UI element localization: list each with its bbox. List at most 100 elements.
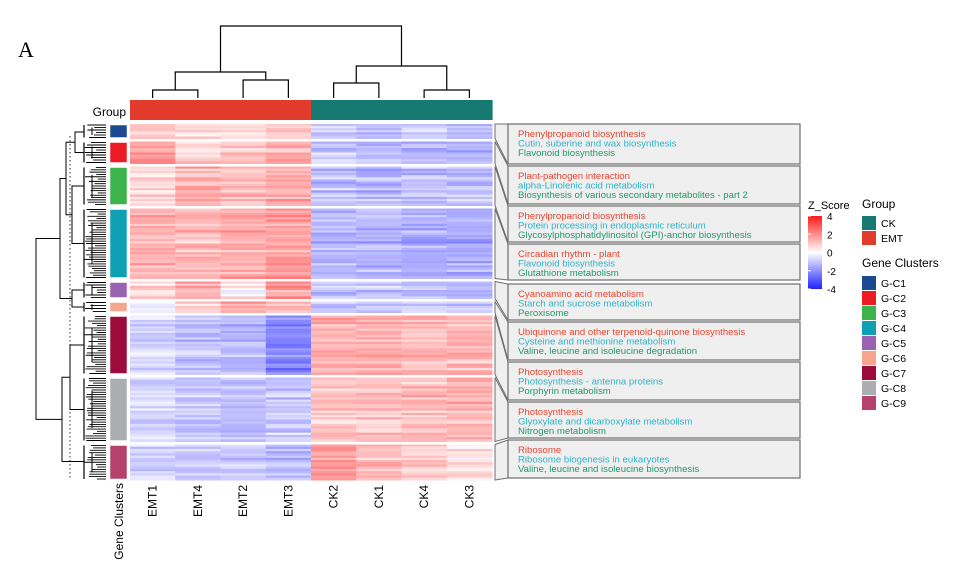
annotation-line: Glycosylphosphatidylinositol (GPI)-ancho…	[518, 230, 752, 241]
heatmap-cluster-G-C6	[130, 301, 493, 313]
annotation-box	[507, 283, 801, 321]
annotation-line: Flavonoid biosynthesis	[518, 259, 615, 270]
row-subtree-G-C7	[83, 316, 106, 374]
heatmap-cluster-G-C9	[130, 444, 493, 481]
annotation-line: alpha-Linolenic acid metabolism	[518, 181, 655, 192]
cluster-bar-G-C1	[109, 124, 128, 138]
row-subtree-G-C1	[83, 124, 106, 138]
row-subtree-G-C4	[83, 209, 106, 278]
row-link-c1-c2	[74, 131, 84, 153]
col-label-EMT4: EMT4	[191, 485, 205, 517]
cluster-color-bar	[109, 124, 128, 480]
heatmap-cluster-G-C8	[130, 377, 493, 442]
cluster-legend-label-G-C5: G-C5	[881, 338, 906, 350]
cluster-legend-swatch-G-C8	[862, 381, 876, 395]
heatmap-cluster-G-C5	[130, 281, 493, 299]
group-cell-CK1	[356, 100, 403, 120]
cluster-legend-swatch-G-C5	[862, 336, 876, 350]
annotation-box	[507, 321, 801, 361]
heatmap-cluster-G-C2	[130, 141, 493, 164]
column-dendrogram	[152, 25, 470, 98]
col-link-EMT2-EMT3	[242, 79, 289, 98]
cluster-legend-swatch-G-C3	[862, 306, 876, 320]
annotation-line: Phenylpropanoid biosynthesis	[518, 129, 646, 140]
heatmap-cluster-G-C1	[130, 124, 493, 139]
panel-label: A	[18, 37, 34, 62]
annotation-line: Cutin, suberine and wax biosynthesis	[518, 139, 677, 150]
zscore-legend-title: Z_Score	[808, 200, 850, 212]
group-row-label: Group	[93, 105, 127, 119]
cluster-legend-swatch-G-C9	[862, 396, 876, 410]
annotation-line: Flavonoid biosynthesis	[518, 148, 615, 159]
annotation-line: Glutathione metabolism	[518, 268, 619, 279]
col-label-EMT3: EMT3	[281, 485, 295, 517]
row-subtree-G-C2	[83, 142, 106, 163]
group-cell-EMT1	[130, 100, 176, 120]
zscore-tick-0: 0	[827, 249, 833, 260]
annotation-line: Ribosome biogenesis in eukaryotes	[518, 455, 670, 466]
group-annotation-bar	[130, 100, 493, 120]
cluster-legend-label-G-C9: G-C9	[881, 398, 906, 410]
col-label-CK1: CK1	[372, 485, 386, 509]
group-legend-label-CK: CK	[881, 218, 896, 230]
col-link-EMT1-EMT4	[152, 89, 199, 98]
row-link-c3-c4	[71, 185, 84, 244]
annotation-line: Phenylpropanoid biosynthesis	[518, 211, 646, 222]
col-link-CK	[355, 65, 448, 90]
cluster-legend-label-G-C8: G-C8	[881, 383, 906, 395]
group-legend-title: Group	[862, 197, 896, 211]
row-link-c7c8-c9	[61, 376, 84, 462]
cluster-bar-G-C6	[109, 302, 128, 312]
cluster-legend-swatch-G-C2	[862, 291, 876, 305]
annotation-line: Porphyrin metabolism	[518, 386, 611, 397]
annotation-box	[507, 123, 801, 165]
annotation-line: Photosynthesis	[518, 367, 583, 378]
annotation-2: Plant-pathogen interactionalpha-Linoleni…	[494, 141, 801, 205]
cluster-legend-label-G-C7: G-C7	[881, 368, 906, 380]
heatmap-cluster-G-C4	[130, 208, 493, 279]
zscore-tick--4: -4	[827, 285, 836, 296]
cluster-legend-swatch-G-C7	[862, 366, 876, 380]
annotation-line: Circadian rhythm - plant	[518, 249, 620, 260]
zscore-colorbar	[808, 216, 822, 289]
annotation-line: Protein processing in endoplasmic reticu…	[518, 221, 706, 232]
annotation-line: Cyanoamino acid metabolism	[518, 289, 644, 300]
col-link-EMT	[174, 71, 267, 90]
annotation-line: Cysteine and methionine metabolism	[518, 337, 675, 348]
row-subtree-G-C9	[83, 445, 106, 480]
annotation-box	[507, 165, 801, 205]
row-subtree-G-C5	[83, 282, 106, 298]
annotation-box	[507, 401, 801, 439]
cluster-legend-label-G-C1: G-C1	[881, 278, 906, 290]
cluster-bar-G-C7	[109, 316, 128, 374]
annotation-6: Ubiquinone and other terpenoid-quinone b…	[494, 299, 801, 361]
zscore-tick-4: 4	[827, 212, 833, 223]
annotation-line: Ubiquinone and other terpenoid-quinone b…	[518, 327, 745, 338]
annotation-line: Photosynthesis	[518, 407, 583, 418]
cluster-bar-G-C9	[109, 445, 128, 480]
group-legend-swatch-CK	[862, 216, 876, 230]
annotation-line: Peroxisome	[518, 308, 569, 319]
row-link-root	[35, 238, 62, 420]
cluster-legend-swatch-G-C6	[862, 351, 876, 365]
annotation-box	[507, 243, 801, 281]
col-label-CK3: CK3	[462, 485, 476, 509]
row-subtree-G-C6	[83, 302, 106, 312]
heatmap-cluster-G-C7	[130, 315, 493, 375]
row-link-c1c2-c3c4	[65, 141, 75, 216]
annotation-line: Nitrogen metabolism	[518, 426, 606, 437]
cluster-bar-G-C8	[109, 378, 128, 441]
group-cell-CK3	[446, 100, 493, 120]
cluster-legend-label-G-C4: G-C4	[881, 323, 906, 335]
row-link-c5-c6	[71, 289, 84, 308]
row-link-c7-c8	[69, 344, 84, 410]
heatmap-cluster-G-C3	[130, 166, 493, 206]
zscore-tick-2: 2	[827, 230, 833, 241]
